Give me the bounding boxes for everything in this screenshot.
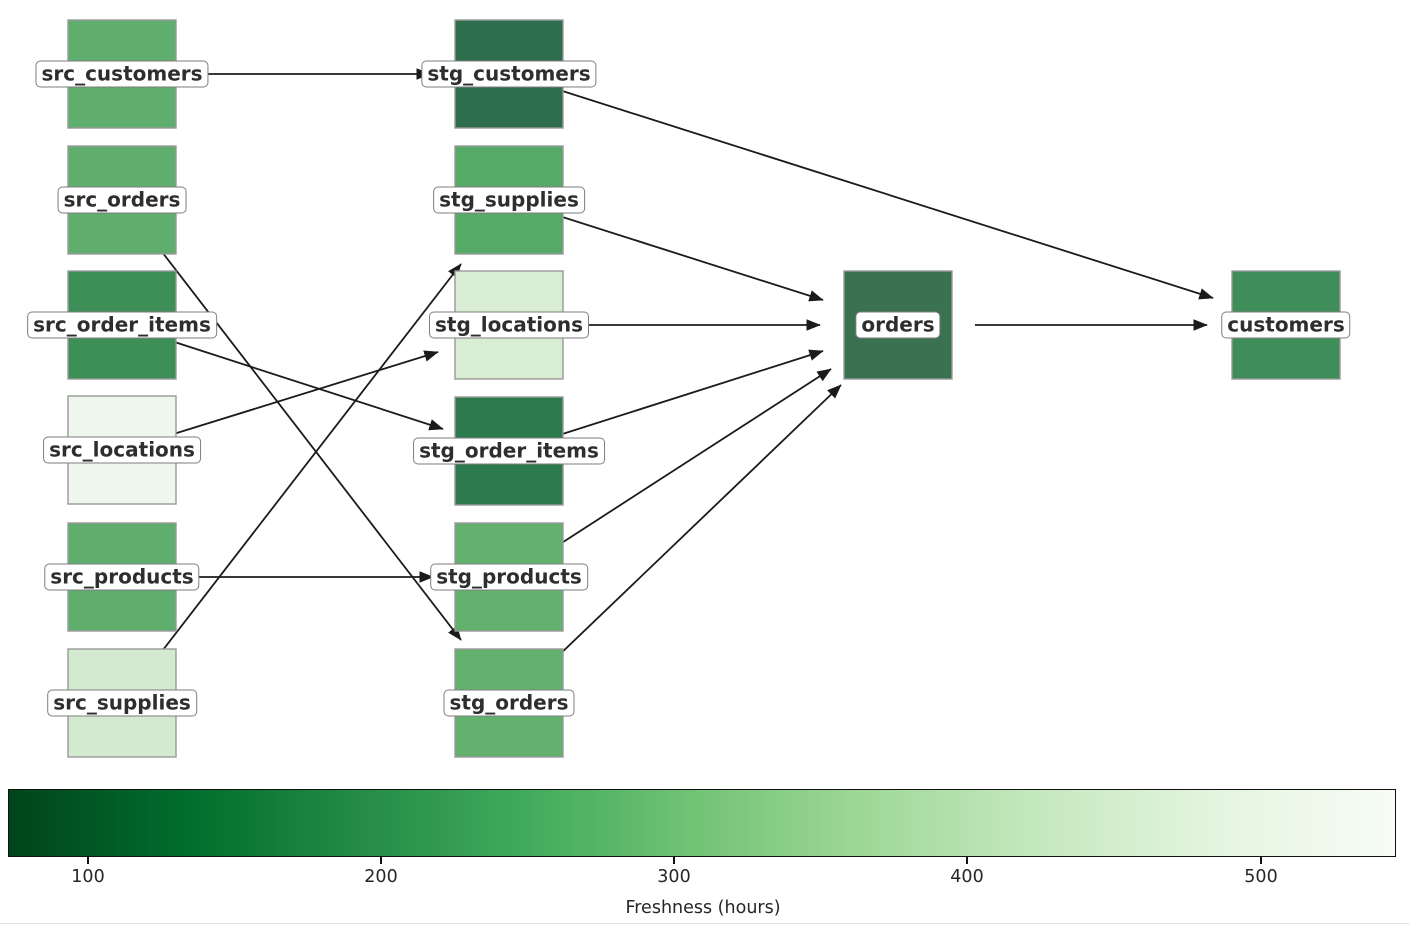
edge-src_supplies-stg_supplies <box>121 263 462 704</box>
colorbar-tick-label: 300 <box>657 867 691 887</box>
node-label-stg_products: stg_products <box>430 563 588 591</box>
node-label-src_order_items: src_order_items <box>27 311 217 339</box>
colorbar-tick-label: 500 <box>1244 867 1278 887</box>
lineage-graph-canvas <box>67 19 1341 758</box>
node-label-customers: customers <box>1221 311 1351 339</box>
node-label-stg_supplies: stg_supplies <box>433 186 585 214</box>
colorbar-tick-400 <box>966 857 968 864</box>
node-label-src_supplies: src_supplies <box>47 689 197 717</box>
colorbar-axis-label: Freshness (hours) <box>625 898 781 918</box>
edge-stg_orders-orders <box>508 384 842 704</box>
edge-src_orders-stg_orders <box>121 199 462 641</box>
node-label-stg_locations: stg_locations <box>428 311 590 339</box>
colorbar-tick-300 <box>673 857 675 864</box>
freshness-colorbar <box>8 789 1396 857</box>
node-label-orders: orders <box>855 311 941 339</box>
colorbar-tick-200 <box>380 857 382 864</box>
colorbar-tick-label: 100 <box>71 867 105 887</box>
node-label-stg_order_items: stg_order_items <box>413 437 605 465</box>
node-label-src_locations: src_locations <box>43 436 201 464</box>
node-label-stg_orders: stg_orders <box>443 689 575 717</box>
node-label-src_orders: src_orders <box>57 186 187 214</box>
node-label-src_customers: src_customers <box>35 60 209 88</box>
node-label-src_products: src_products <box>44 563 200 591</box>
figure-bottom-border <box>0 923 1410 924</box>
node-label-stg_customers: stg_customers <box>421 60 597 88</box>
edge-stg_customers-customers <box>508 73 1214 300</box>
colorbar-tick-label: 400 <box>950 867 984 887</box>
colorbar-tick-label: 200 <box>364 867 398 887</box>
colorbar-tick-500 <box>1260 857 1262 864</box>
colorbar-tick-100 <box>87 857 89 864</box>
